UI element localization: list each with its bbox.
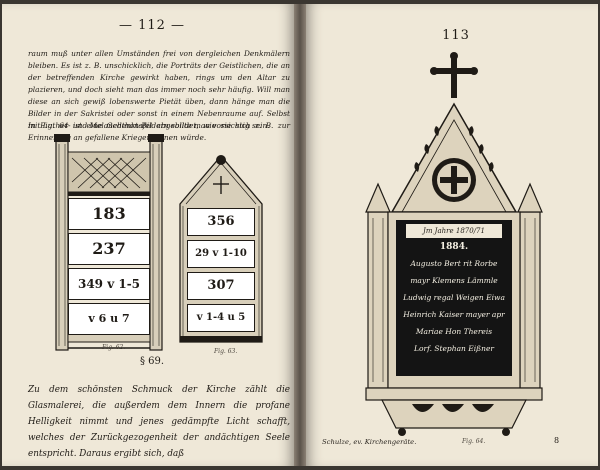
left-page: — 112 — raum muß unter allen Umständen f…: [2, 4, 294, 466]
tablet-year: 1884.: [439, 242, 469, 252]
hymn-number: 356: [187, 208, 255, 236]
tablet-line: Heinrich Kaiser mayer apr: [403, 310, 505, 319]
tablet-line: mayr Klemens Lämmle: [410, 276, 498, 285]
tablet-inscription: Jm Jahre 1870/71 1884. Augusto Bert rit …: [396, 220, 512, 376]
hymn-number: v 1-4 u 5: [187, 304, 255, 332]
page-footer: Schulze, ev. Kirchengeräte.: [322, 438, 417, 446]
signature-mark: 8: [554, 436, 560, 445]
tablet-line: Lorf. Stephan Eißner: [413, 344, 494, 353]
page-number-left: — 112 —: [118, 18, 186, 33]
hymn-number: 237: [68, 233, 150, 265]
paragraph-3: Zu dem schönsten Schmuck der Kirche zähl…: [28, 385, 290, 459]
page-number-right: 113: [442, 28, 470, 43]
board-1-rows: 183 237 349 v 1-5 v 6 u 7: [68, 198, 150, 335]
hymn-number: 349 v 1-5: [68, 268, 150, 300]
tablet-line: Ludwig regal Weigen Eiwa: [403, 293, 505, 302]
figure-caption-62: Fig. 62.: [102, 344, 126, 351]
hymn-number: v 6 u 7: [68, 303, 150, 335]
hymn-board-figure-1: 183 237 349 v 1-5 v 6 u 7: [54, 134, 164, 354]
board-2-rows: 356 29 v 1-10 307 v 1-4 u 5: [187, 208, 255, 332]
figure-caption-63: Fig. 63.: [214, 348, 238, 355]
tablet-heading: Jm Jahre 1870/71: [406, 224, 502, 238]
memorial-tablet-figure: Jm Jahre 1870/71 1884. Augusto Bert rit …: [362, 52, 546, 442]
hymn-number: 29 v 1-10: [187, 240, 255, 268]
tablet-line: Mariae Hon Thereis: [415, 327, 493, 336]
book-gutter: [294, 4, 306, 466]
right-page: 113: [306, 4, 598, 466]
tablet-line: Augusto Bert rit Rorbe: [410, 259, 498, 268]
hymn-board-figure-2: 356 29 v 1-10 307 v 1-4 u 5: [178, 150, 264, 346]
paragraph-2: In Fig. 64 ist eine Gedenktafel abgebild…: [28, 121, 290, 142]
hymn-number: 307: [187, 272, 255, 300]
hymn-number: 183: [68, 198, 150, 230]
section-heading: § 69.: [139, 356, 165, 367]
paragraph-1: raum muß unter allen Umständen frei von …: [28, 49, 290, 130]
figure-caption-64: Fig. 64.: [462, 438, 486, 445]
